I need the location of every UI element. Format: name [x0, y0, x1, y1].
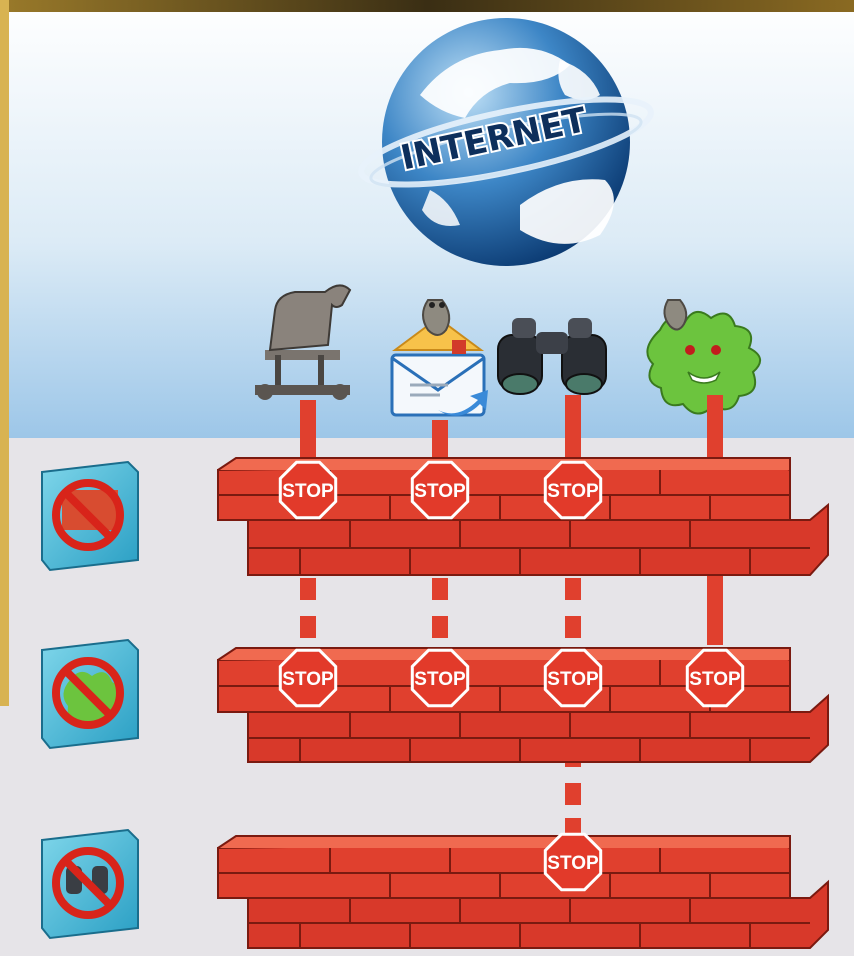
no-firewall-breach-icon — [42, 462, 138, 570]
stop-sign: STOP — [545, 462, 600, 517]
stop-label: STOP — [414, 481, 466, 502]
stop-sign: STOP — [280, 650, 335, 705]
stop-label: STOP — [414, 669, 466, 690]
stop-sign: STOP — [412, 650, 467, 705]
left-accent-bar — [0, 0, 9, 706]
stop-label: STOP — [689, 669, 741, 690]
no-virus-icon — [42, 640, 138, 748]
stop-label: STOP — [282, 481, 334, 502]
stop-sign: STOP — [545, 650, 600, 705]
stop-label: STOP — [547, 853, 599, 874]
stop-label: STOP — [282, 669, 334, 690]
top-border — [0, 0, 854, 12]
stop-sign: STOP — [687, 650, 742, 705]
firewall-layer-3 — [218, 836, 828, 948]
stop-label: STOP — [547, 481, 599, 502]
no-spyware-icon — [42, 830, 138, 938]
stop-sign: STOP — [412, 462, 467, 517]
stop-sign: STOP — [280, 462, 335, 517]
stop-label: STOP — [547, 669, 599, 690]
stop-sign: STOP — [545, 834, 600, 889]
